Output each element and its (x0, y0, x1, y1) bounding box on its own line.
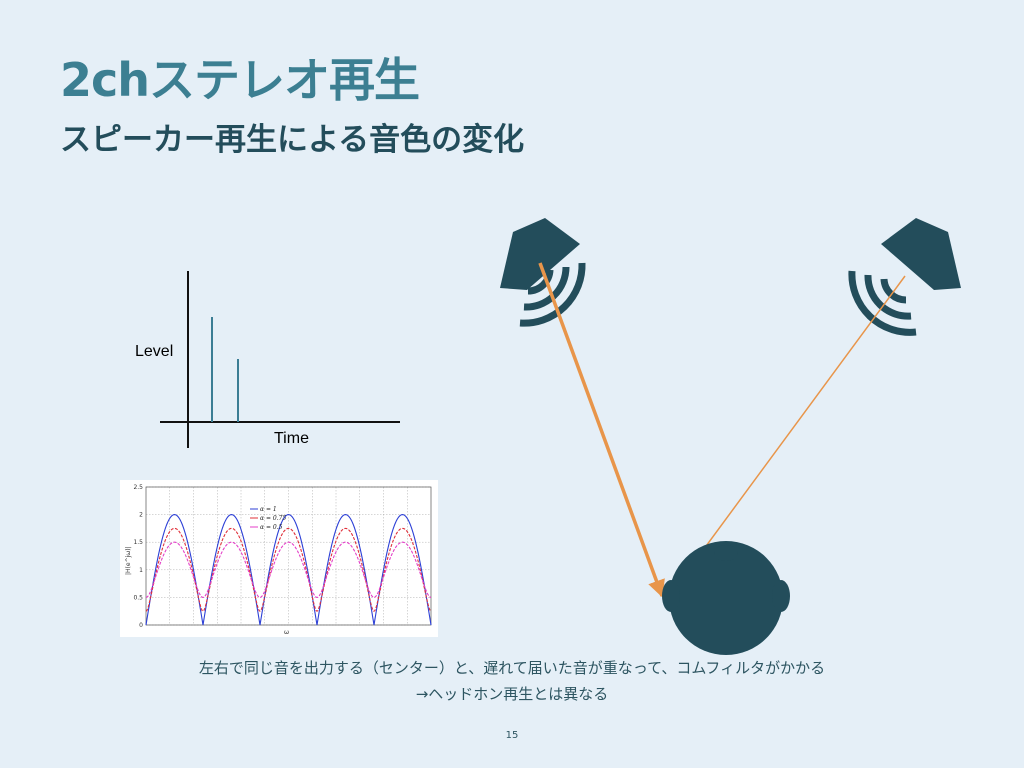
y-tick-label: 1.5 (133, 539, 143, 546)
comb-x-axis-label: ω (284, 629, 289, 636)
x-axis-label: Time (274, 430, 309, 447)
y-tick-labels: 0 0.5 1 1.5 2 2.5 (133, 484, 143, 629)
listener-head-icon (662, 541, 790, 655)
impulse-response-chart: Level Time (135, 271, 400, 448)
comb-legend: α = 1 α = 0.75 α = 0.5 (250, 506, 286, 531)
y-tick-label: 0.5 (133, 594, 143, 601)
slide-subtitle: スピーカー再生による音色の変化 (60, 122, 525, 158)
y-tick-label: 1 (139, 567, 143, 574)
y-tick-label: 2.5 (133, 484, 143, 491)
legend-label: α = 1 (260, 506, 277, 513)
comb-filter-chart: 00.511.522.5 |H(e^jω)| ω α = 1α = 0.75α … (120, 480, 438, 637)
y-axis-label: Level (135, 343, 173, 360)
y-tick-label: 2 (139, 512, 143, 519)
legend-label: α = 0.5 (260, 524, 283, 531)
impulse-bars (211, 317, 239, 422)
caption-line-2: →ヘッドホン再生とは異なる (415, 685, 609, 703)
right-sound-path-arrow (669, 275, 906, 596)
comb-y-axis-label: |H(e^jω)| (125, 546, 132, 575)
right-speaker-icon (848, 218, 961, 336)
comb-series-line (145, 514, 432, 626)
legend-label: α = 0.75 (260, 515, 286, 522)
comb-series-line (145, 527, 432, 612)
comb-series-line (145, 541, 432, 598)
slide-title: 2chステレオ再生 (60, 53, 420, 107)
y-tick-label: 0 (139, 622, 143, 629)
comb-series (145, 514, 432, 626)
page-number: 15 (505, 730, 519, 741)
chart-frame-background (120, 480, 438, 637)
left-sound-path-arrow (538, 262, 665, 598)
plot-border (145, 486, 432, 626)
caption-line-1: 左右で同じ音を出力する（センター）と、遅れて届いた音が重なって、コムフィルタがか… (198, 659, 826, 677)
